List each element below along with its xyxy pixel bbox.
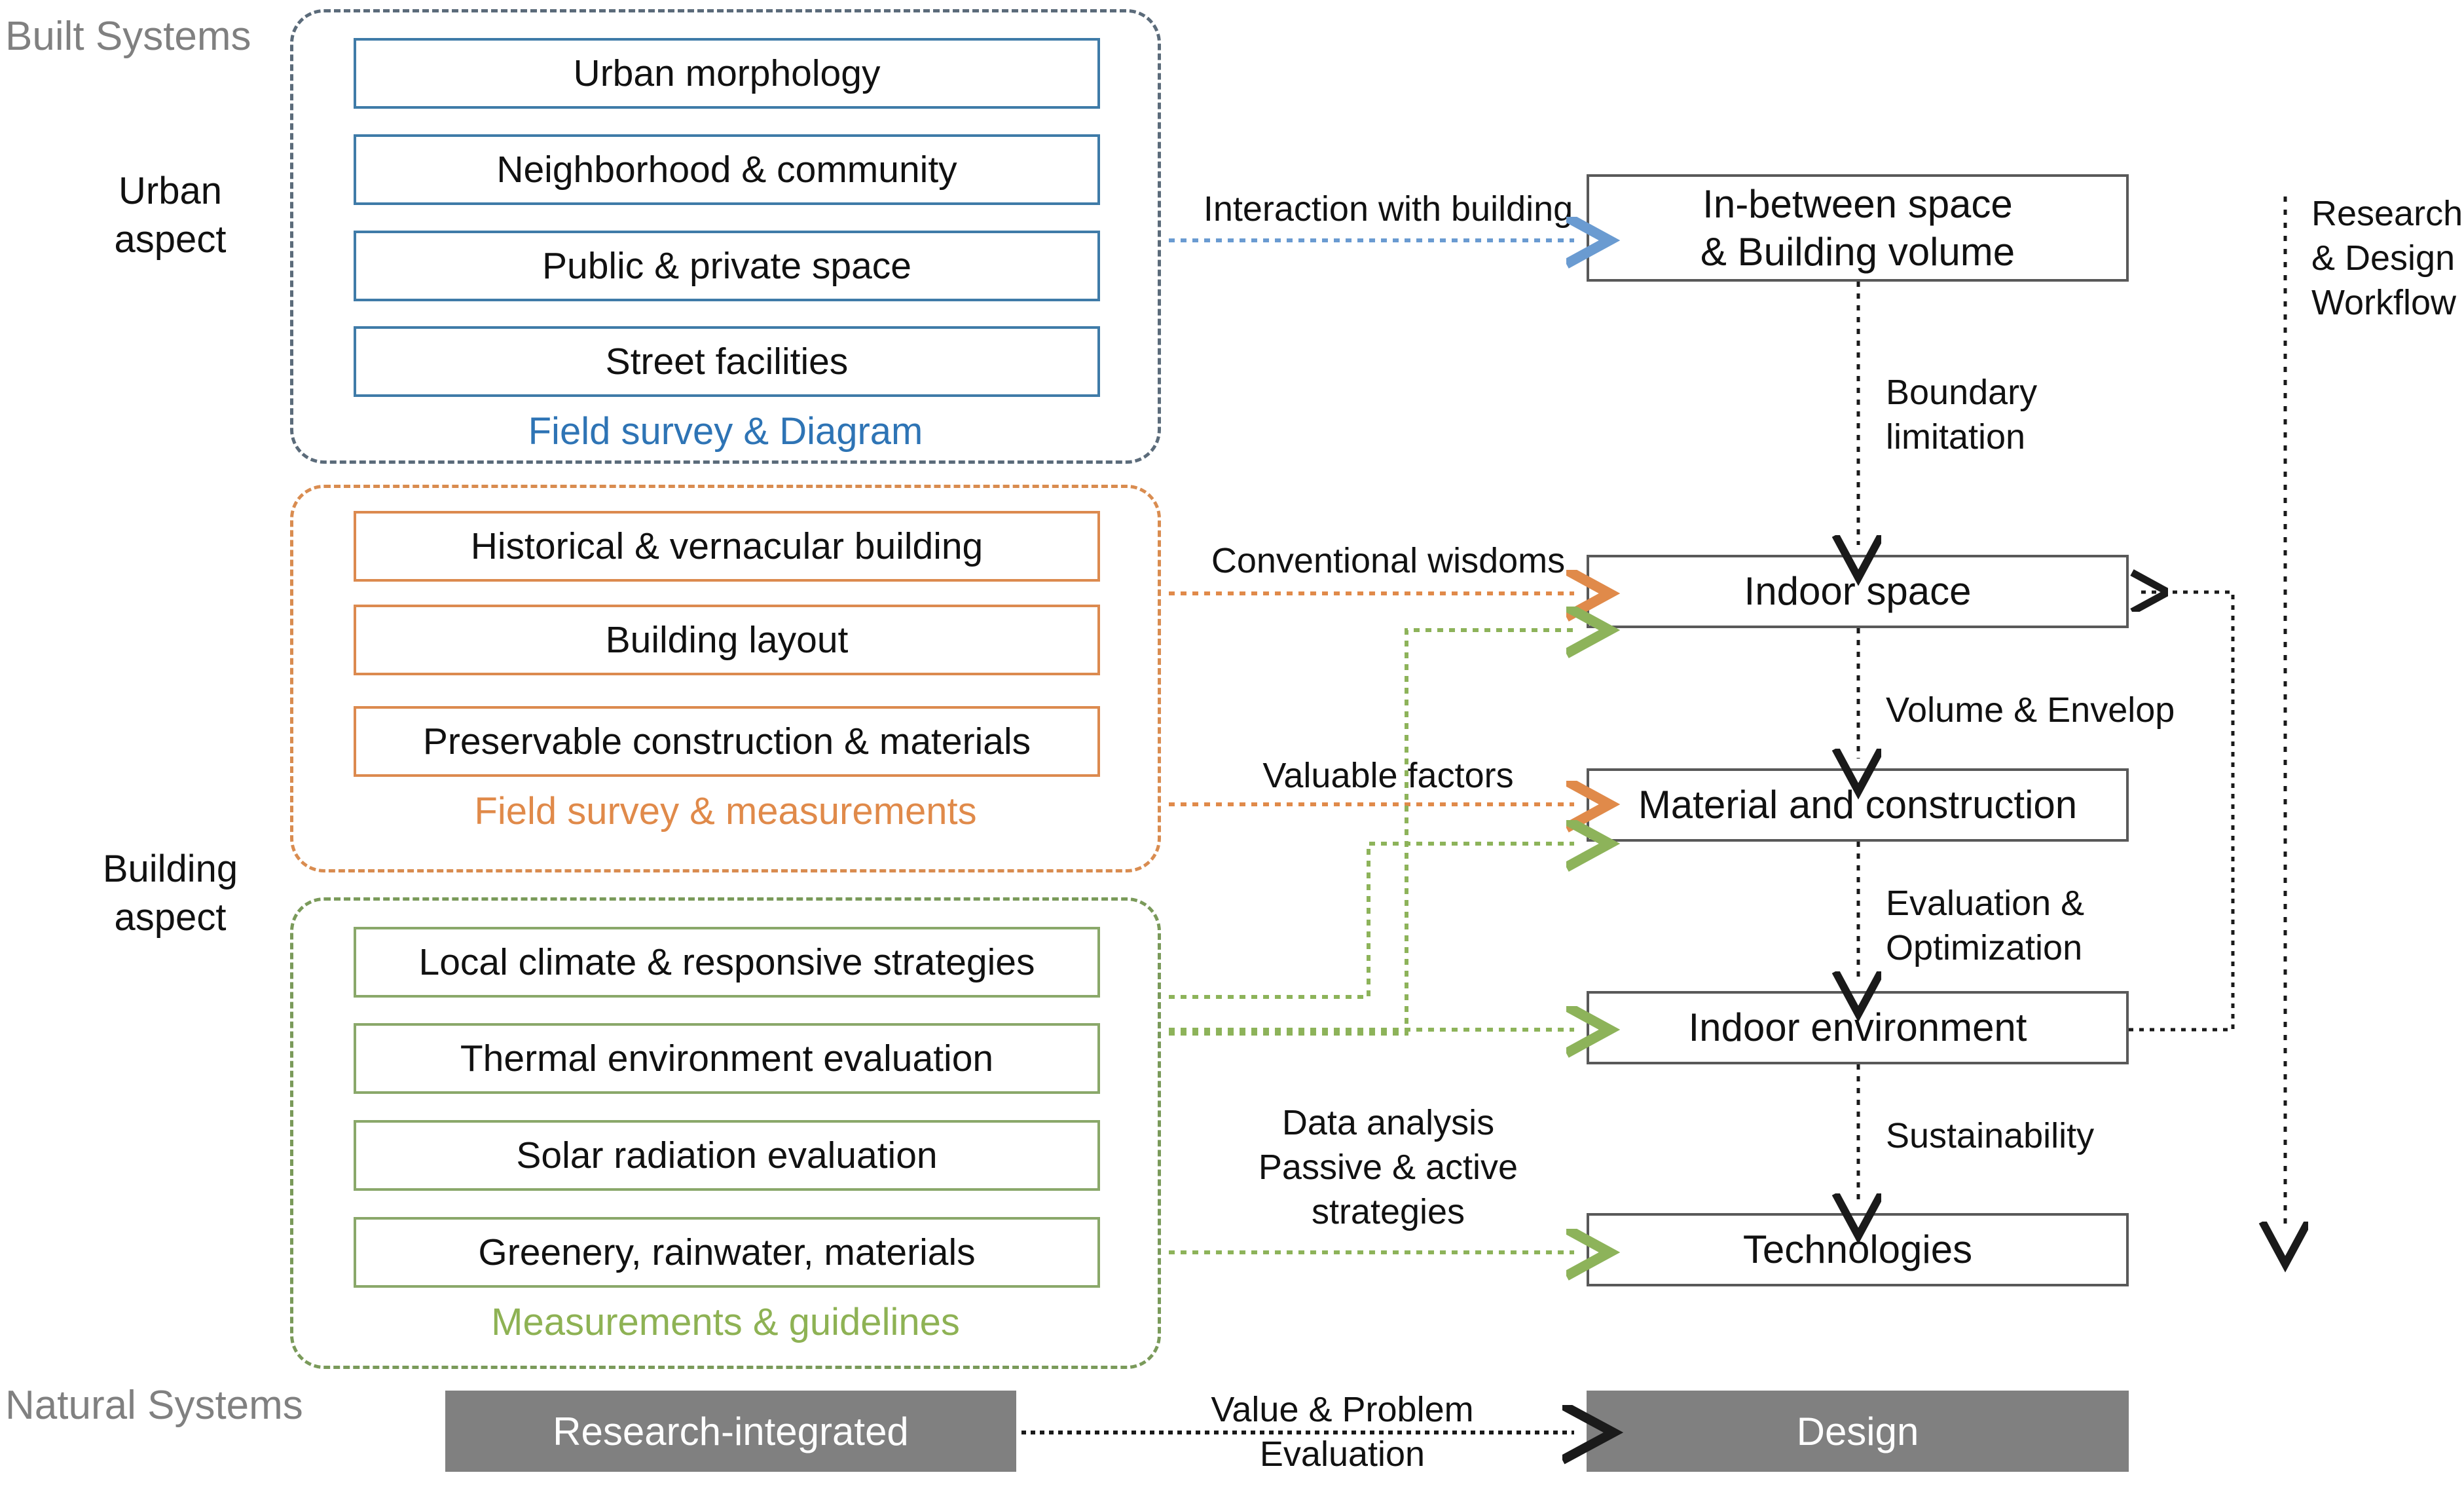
edge-label-workflow: Research & Design Workflow	[2311, 194, 2463, 323]
arrow-green-to-indoor-space	[1169, 630, 1574, 1036]
edge-label-conventional: Conventional wisdoms	[1211, 541, 1566, 580]
arrow-green-to-material-construction	[1169, 844, 1574, 999]
method-field-survey-diagram: Field survey & Diagram	[528, 410, 923, 453]
edge-label-volume-envelop: Volume & Envelop	[1886, 690, 2175, 730]
edge-label-boundary: Boundary limitation	[1886, 373, 2038, 457]
item-solar-radiation[interactable]: Solar radiation evaluation	[354, 1120, 1100, 1191]
label-built-systems: Built Systems	[5, 14, 251, 59]
bottom-box-research-integrated[interactable]: Research-integrated	[445, 1391, 1016, 1472]
process-box-indoor-environment[interactable]: Indoor environment	[1587, 991, 2129, 1064]
edge-label-value-problem: Value & Problem Evaluation	[1211, 1390, 1474, 1474]
label-urban-aspect: Urban aspect	[114, 170, 227, 261]
label-natural-systems: Natural Systems	[5, 1383, 303, 1428]
item-building-layout[interactable]: Building layout	[354, 605, 1100, 675]
process-box-technologies[interactable]: Technologies	[1587, 1213, 2129, 1286]
process-box-material-construction[interactable]: Material and construction	[1587, 768, 2129, 842]
bottom-box-design[interactable]: Design	[1587, 1391, 2129, 1472]
edge-label-sustainability: Sustainability	[1886, 1116, 2095, 1155]
panel-building-physical	[290, 485, 1161, 872]
method-measurements-guidelines: Measurements & guidelines	[491, 1301, 960, 1343]
edge-label-data-analysis: Data analysis Passive & active strategie…	[1258, 1103, 1518, 1232]
item-greenery-rainwater[interactable]: Greenery, rainwater, materials	[354, 1217, 1100, 1288]
process-box-indoor-space[interactable]: Indoor space	[1587, 555, 2129, 628]
process-box-in-between-space[interactable]: In-between space & Building volume	[1587, 174, 2129, 282]
method-field-survey-measurements: Field survey & measurements	[474, 790, 977, 833]
edge-label-evaluation-opt: Evaluation & Optimization	[1886, 884, 2085, 968]
item-historical-vernacular[interactable]: Historical & vernacular building	[354, 511, 1100, 582]
item-neighborhood[interactable]: Neighborhood & community	[354, 134, 1100, 205]
edge-label-interaction: Interaction with building	[1203, 189, 1573, 229]
item-street-facilities[interactable]: Street facilities	[354, 326, 1100, 397]
item-preservable-construction[interactable]: Preservable construction & materials	[354, 706, 1100, 777]
item-local-climate[interactable]: Local climate & responsive strategies	[354, 927, 1100, 998]
item-thermal-environment[interactable]: Thermal environment evaluation	[354, 1023, 1100, 1094]
edge-label-valuable: Valuable factors	[1262, 756, 1514, 795]
panel-urban	[290, 9, 1161, 464]
item-public-private[interactable]: Public & private space	[354, 231, 1100, 301]
label-building-aspect: Building aspect	[102, 848, 238, 939]
item-urban-morphology[interactable]: Urban morphology	[354, 38, 1100, 109]
panel-environment	[290, 897, 1161, 1369]
